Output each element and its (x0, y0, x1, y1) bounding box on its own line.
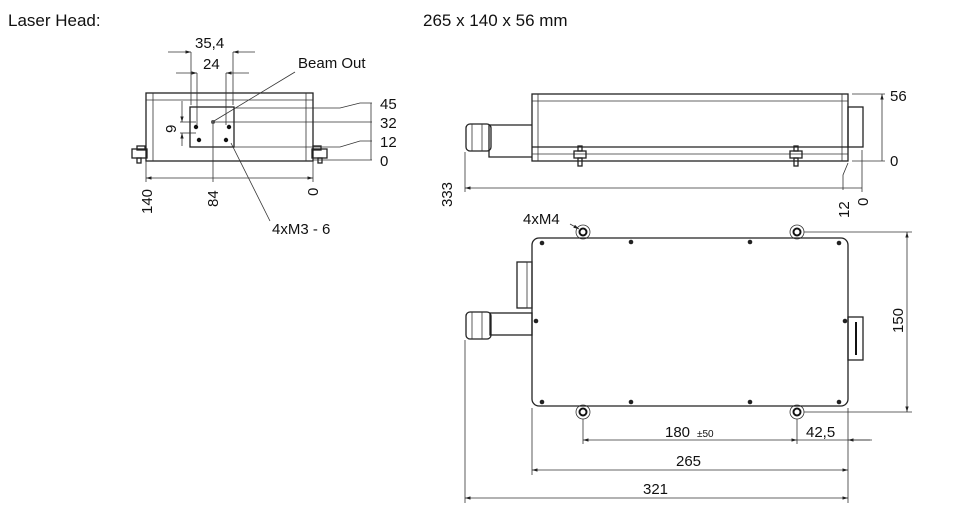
side-view: 56 0 333 12 0 (439, 88, 907, 218)
dim-32: 32 (380, 115, 397, 132)
screw-dots (533, 239, 848, 405)
thread-label: 4xM3 - 6 (272, 221, 330, 238)
side-cable-gland (465, 123, 492, 152)
left-foot (131, 145, 148, 164)
top-cable-gland (465, 311, 492, 340)
mount-label: 4xM4 (523, 211, 560, 228)
top-view: 4xM4 150 180 ±50 42,5 265 321 (464, 211, 912, 503)
beam-out-label: Beam Out (298, 55, 366, 72)
dim-265: 265 (676, 453, 701, 470)
dim-180: 180 (665, 424, 690, 441)
front-body (145, 92, 314, 162)
dim-150: 150 (890, 308, 907, 333)
dim-12-offset: 12 (836, 201, 853, 218)
top-side-connector (516, 261, 533, 309)
front-view: 35,4 24 9 45 32 12 0 140 84 0 Beam Out 4… (131, 35, 397, 238)
dim-0-horizontal: 0 (305, 188, 322, 196)
dim-42-5: 42,5 (806, 424, 835, 441)
top-plate (531, 237, 849, 407)
dim-35-4: 35,4 (195, 35, 224, 52)
dim-180-tolerance: ±50 (697, 429, 714, 440)
dim-side-0: 0 (890, 153, 898, 170)
thread-leader (230, 142, 271, 222)
beam-out-leader (213, 71, 296, 122)
dim-321: 321 (643, 481, 668, 498)
dimensions-summary: 265 x 140 x 56 mm (423, 11, 568, 30)
dim-9: 9 (163, 125, 180, 133)
dim-24: 24 (203, 56, 220, 73)
dim-0: 0 (380, 153, 388, 170)
dim-45: 45 (380, 96, 397, 113)
side-tab (847, 106, 864, 148)
drawing-title: Laser Head: (8, 11, 101, 30)
dim-12: 12 (380, 134, 397, 151)
dim-84: 84 (205, 190, 222, 207)
side-connector (488, 124, 532, 158)
beam-window (189, 106, 235, 148)
right-foot (311, 145, 328, 164)
dim-140: 140 (139, 189, 156, 214)
dim-333: 333 (439, 182, 456, 207)
top-tab (847, 316, 864, 361)
top-connector-pipe (489, 312, 533, 336)
dim-0-offset: 0 (855, 198, 872, 206)
dim-56: 56 (890, 88, 907, 105)
mounting-holes (575, 224, 805, 420)
